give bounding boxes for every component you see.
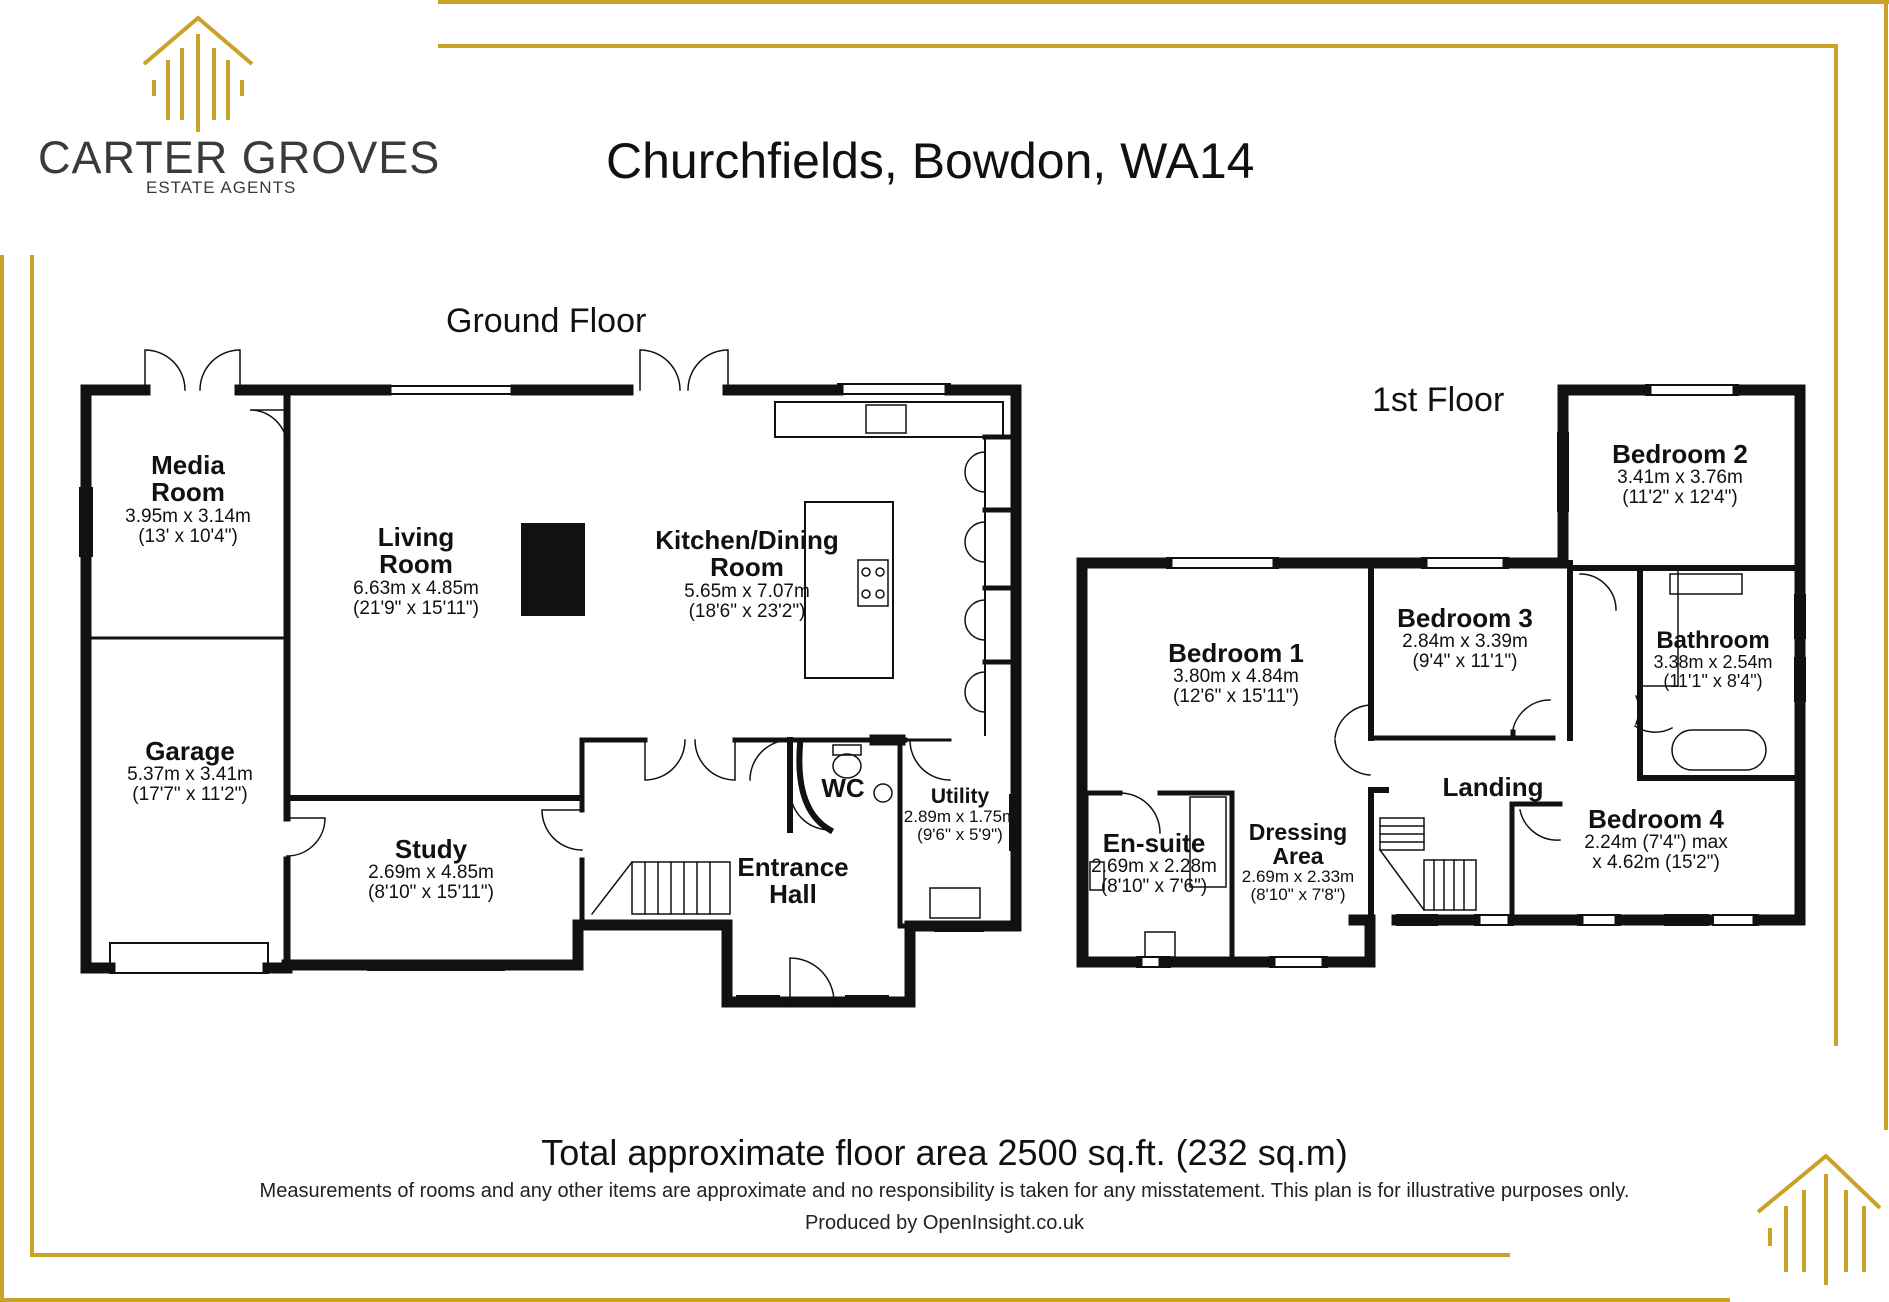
room-garage-name: Garage — [145, 736, 235, 766]
room-bedroom1-metric: 3.80m x 4.84m — [1173, 666, 1299, 688]
house-roof-icon — [142, 15, 254, 132]
room-dressing-imperial: (8'10" x 7'8") — [1250, 885, 1346, 905]
room-bathroom-name: Bathroom — [1656, 627, 1770, 654]
produced-by-text: Produced by OpenInsight.co.uk — [804, 1212, 1085, 1234]
room-landing-name: Landing — [1442, 772, 1544, 802]
room-bedroom2-imperial: (11'2" x 12'4") — [1622, 487, 1738, 509]
room-ensuite-imperial: (8'10" x 7'6") — [1100, 876, 1208, 898]
room-bathroom-metric: 3.38m x 2.54m — [1653, 652, 1773, 673]
room-garage: Garage 5.37m x 3.41m (17'7" x 11'2") — [127, 736, 253, 806]
room-kitchen-name2: Room — [710, 552, 784, 583]
frame-left-outer — [0, 255, 4, 1302]
room-bedroom3-imperial: (9'4" x 11'1") — [1412, 651, 1518, 673]
frame-right-inner — [1834, 44, 1838, 1046]
brand-subtitle: ESTATE AGENTS — [146, 178, 297, 197]
room-living-imperial: (21'9" x 15'11") — [352, 597, 480, 619]
room-dressing-area: Dressing Area 2.69m x 2.33m (8'10" x 7'8… — [1242, 820, 1354, 904]
frame-bottom-inner — [30, 1253, 1510, 1257]
room-utility: Utility 2.89m x 1.75m (9'6" x 5'9") — [903, 785, 1017, 844]
room-bedroom-3: Bedroom 3 2.84m x 3.39m (9'4" x 11'1") — [1397, 603, 1533, 673]
frame-top-outer — [438, 0, 1889, 4]
brand-name: CARTER GROVES — [38, 132, 441, 183]
frame-bottom-outer — [0, 1298, 1730, 1302]
room-living-name2: Room — [379, 549, 453, 580]
first-floor-label: 1st Floor — [1372, 381, 1505, 419]
corner-house-roof-icon — [1756, 1153, 1882, 1285]
room-bedroom2-name: Bedroom 2 — [1612, 439, 1748, 469]
room-dressing-name2: Area — [1272, 843, 1324, 870]
room-study-metric: 2.69m x 4.85m — [368, 862, 494, 884]
room-ensuite-name: En-suite — [1102, 828, 1206, 858]
room-en-suite: En-suite 2.69m x 2.28m (8'10" x 7'6") — [1091, 828, 1217, 898]
room-study-name: Study — [394, 834, 468, 864]
room-living-name1: Living — [377, 522, 455, 552]
room-living-metric: 6.63m x 4.85m — [353, 577, 479, 599]
room-dressing-metric: 2.69m x 2.33m — [1241, 867, 1355, 887]
room-wc: WC — [821, 773, 865, 803]
room-bedroom4-imperial: x 4.62m (15'2") — [1592, 852, 1720, 874]
room-utility-imperial: (9'6" x 5'9") — [917, 824, 1003, 844]
room-dressing-name1: Dressing — [1248, 819, 1348, 845]
room-media-metric: 3.95m x 3.14m — [125, 505, 251, 527]
disclaimer-text: Measurements of rooms and any other item… — [259, 1180, 1630, 1202]
room-kitchen-name1: Kitchen/Dining — [655, 525, 839, 555]
room-bedroom1-name: Bedroom 1 — [1168, 638, 1304, 668]
room-bedroom1-imperial: (12'6" x 15'11") — [1172, 686, 1299, 708]
room-media-name2: Room — [151, 477, 225, 508]
total-floor-area: Total approximate floor area 2500 sq.ft.… — [541, 1132, 1348, 1173]
ground-floor-label: Ground Floor — [446, 302, 647, 340]
room-bedroom-4: Bedroom 4 2.24m (7'4") max x 4.62m (15'2… — [1584, 804, 1728, 874]
room-bathroom-imperial: (11'1" x 8'4") — [1663, 671, 1763, 692]
room-wc-name: WC — [821, 773, 865, 803]
room-kitchen-dining: Kitchen/Dining Room 5.65m x 7.07m (18'6"… — [655, 525, 839, 622]
room-media-imperial: (13' x 10'4") — [138, 525, 238, 547]
room-bedroom3-name: Bedroom 3 — [1397, 603, 1533, 633]
brand-logo: CARTER GROVES ESTATE AGENTS — [18, 12, 439, 197]
room-bedroom4-name: Bedroom 4 — [1588, 804, 1724, 834]
room-garage-imperial: (17'7" x 11'2") — [132, 784, 248, 806]
page-title: Churchfields, Bowdon, WA14 — [606, 133, 1255, 189]
room-bedroom3-metric: 2.84m x 3.39m — [1402, 631, 1528, 653]
room-kitchen-imperial: (18'6" x 23'2") — [688, 600, 806, 622]
room-garage-metric: 5.37m x 3.41m — [127, 764, 253, 786]
room-landing: Landing — [1442, 772, 1544, 802]
room-kitchen-metric: 5.65m x 7.07m — [684, 580, 810, 602]
room-living-room: Living Room 6.63m x 4.85m (21'9" x 15'11… — [352, 522, 480, 619]
room-bedroom2-metric: 3.41m x 3.76m — [1617, 467, 1743, 489]
room-entrance-hall: Entrance Hall — [737, 852, 849, 910]
frame-top-inner — [438, 44, 1838, 48]
room-bathroom: Bathroom 3.38m x 2.54m (11'1" x 8'4") — [1653, 628, 1772, 691]
room-ensuite-metric: 2.69m x 2.28m — [1091, 856, 1217, 878]
room-utility-name: Utility — [930, 785, 990, 808]
frame-left-inner — [30, 255, 34, 1257]
room-bedroom-1: Bedroom 1 3.80m x 4.84m (12'6" x 15'11") — [1168, 638, 1304, 708]
room-study-imperial: (8'10" x 15'11") — [367, 882, 495, 904]
room-entrance-name2: Hall — [769, 879, 817, 910]
room-media-room: Media Room 3.95m x 3.14m (13' x 10'4") — [125, 450, 251, 547]
frame-right-outer — [1884, 0, 1888, 1130]
room-utility-metric: 2.89m x 1.75m — [903, 807, 1017, 827]
room-study: Study 2.69m x 4.85m (8'10" x 15'11") — [367, 834, 495, 904]
room-bedroom4-metric: 2.24m (7'4") max — [1584, 832, 1728, 854]
room-entrance-name1: Entrance — [737, 852, 849, 882]
room-bedroom-2: Bedroom 2 3.41m x 3.76m (11'2" x 12'4") — [1612, 439, 1748, 509]
room-media-name1: Media — [151, 450, 225, 480]
